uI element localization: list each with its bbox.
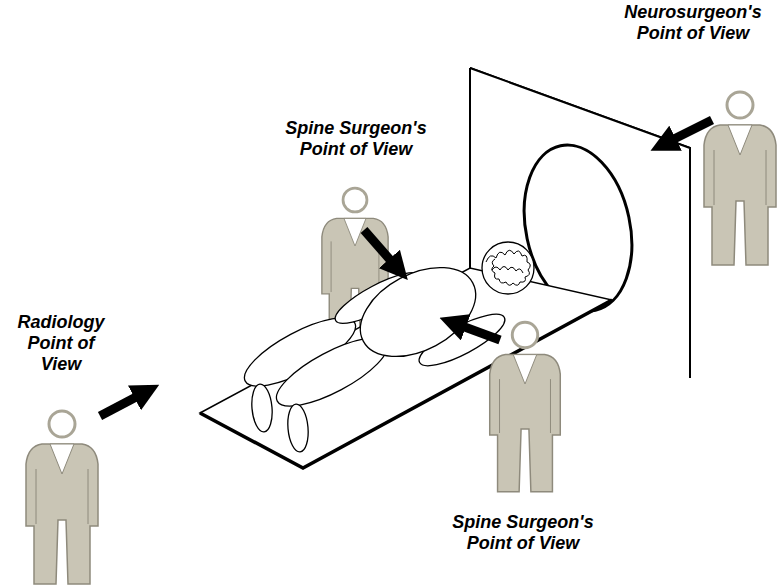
view-label: Spine Surgeon's Point of View <box>437 512 609 554</box>
person-figure <box>26 411 98 584</box>
person-figure <box>704 92 776 265</box>
person-figure <box>490 322 561 492</box>
view-arrow <box>100 120 712 416</box>
view-label: Spine Surgeon's Point of View <box>271 118 441 160</box>
view-label: Neurosurgeon's Point of View <box>610 2 776 44</box>
view-label: Radiology Point of View <box>12 312 110 375</box>
